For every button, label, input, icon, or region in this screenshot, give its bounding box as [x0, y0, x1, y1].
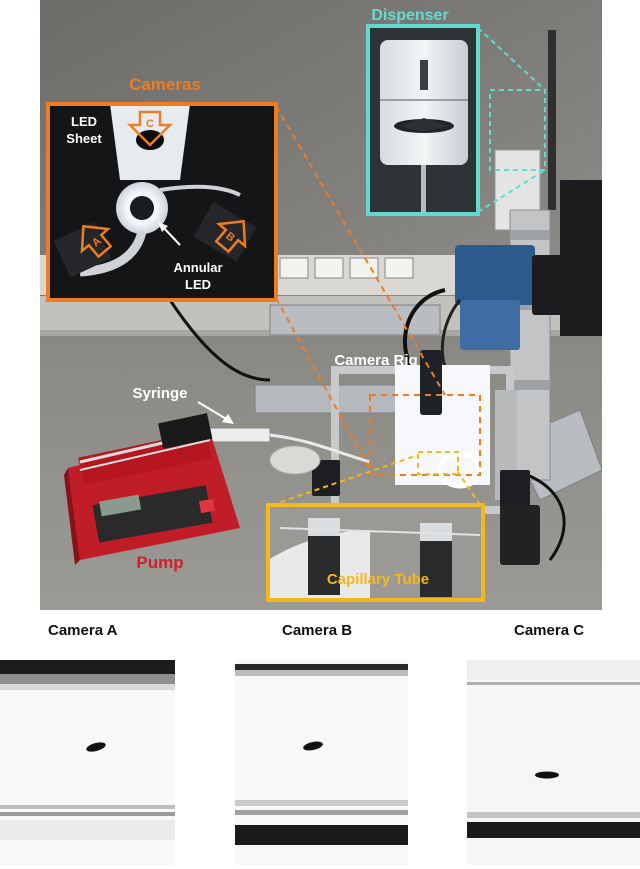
camera-a-frame	[0, 660, 175, 865]
stand-pole	[548, 30, 556, 210]
setup-photo: Dispenser C A B LED Sheet	[40, 0, 602, 610]
cameras-label: Cameras	[129, 75, 201, 94]
camera-b-frame	[235, 660, 408, 865]
dispenser-inset-border	[366, 24, 480, 216]
camera-c-caption: Camera C	[514, 622, 585, 639]
motor	[455, 245, 535, 305]
cameras-inset: C A B LED Sheet Annular LED Cameras	[46, 75, 481, 476]
particle-a	[86, 742, 106, 752]
arrow-c-label: C	[146, 118, 154, 130]
capillary-inset-border	[266, 503, 485, 602]
dispenser-label: Dispenser	[371, 7, 448, 24]
particle-b	[303, 741, 323, 751]
capillary-label: Capillary Tube	[327, 571, 429, 588]
dispenser-inset: Dispenser	[366, 7, 546, 216]
camera-b-caption: Camera B	[282, 622, 353, 639]
capillary-inset: Capillary Tube	[266, 451, 485, 602]
camera-c-box	[500, 505, 540, 565]
camera-a-svg	[0, 660, 175, 865]
pump-label: Pump	[136, 553, 183, 572]
rail-lower	[254, 384, 406, 414]
cameras-inset-border	[46, 102, 278, 302]
annular-label-2: LED	[185, 277, 211, 292]
syringe-label: Syringe	[132, 385, 187, 402]
annular-label-1: Annular	[173, 260, 222, 275]
camera-b-svg	[235, 660, 408, 865]
camera-a-caption: Camera A	[48, 622, 118, 639]
camera-c-frame	[467, 660, 640, 865]
led-sheet-label-1: LED	[71, 114, 97, 129]
setup-photo-svg: Dispenser C A B LED Sheet	[40, 0, 602, 610]
camera-c-svg	[467, 660, 640, 865]
pump	[64, 413, 240, 565]
rail-upper	[269, 304, 441, 336]
camera-rig-label: Camera Rig	[334, 352, 417, 369]
led-sheet-label-2: Sheet	[66, 131, 102, 146]
particle-c	[535, 771, 559, 779]
arrow-c-icon: C	[126, 110, 174, 147]
